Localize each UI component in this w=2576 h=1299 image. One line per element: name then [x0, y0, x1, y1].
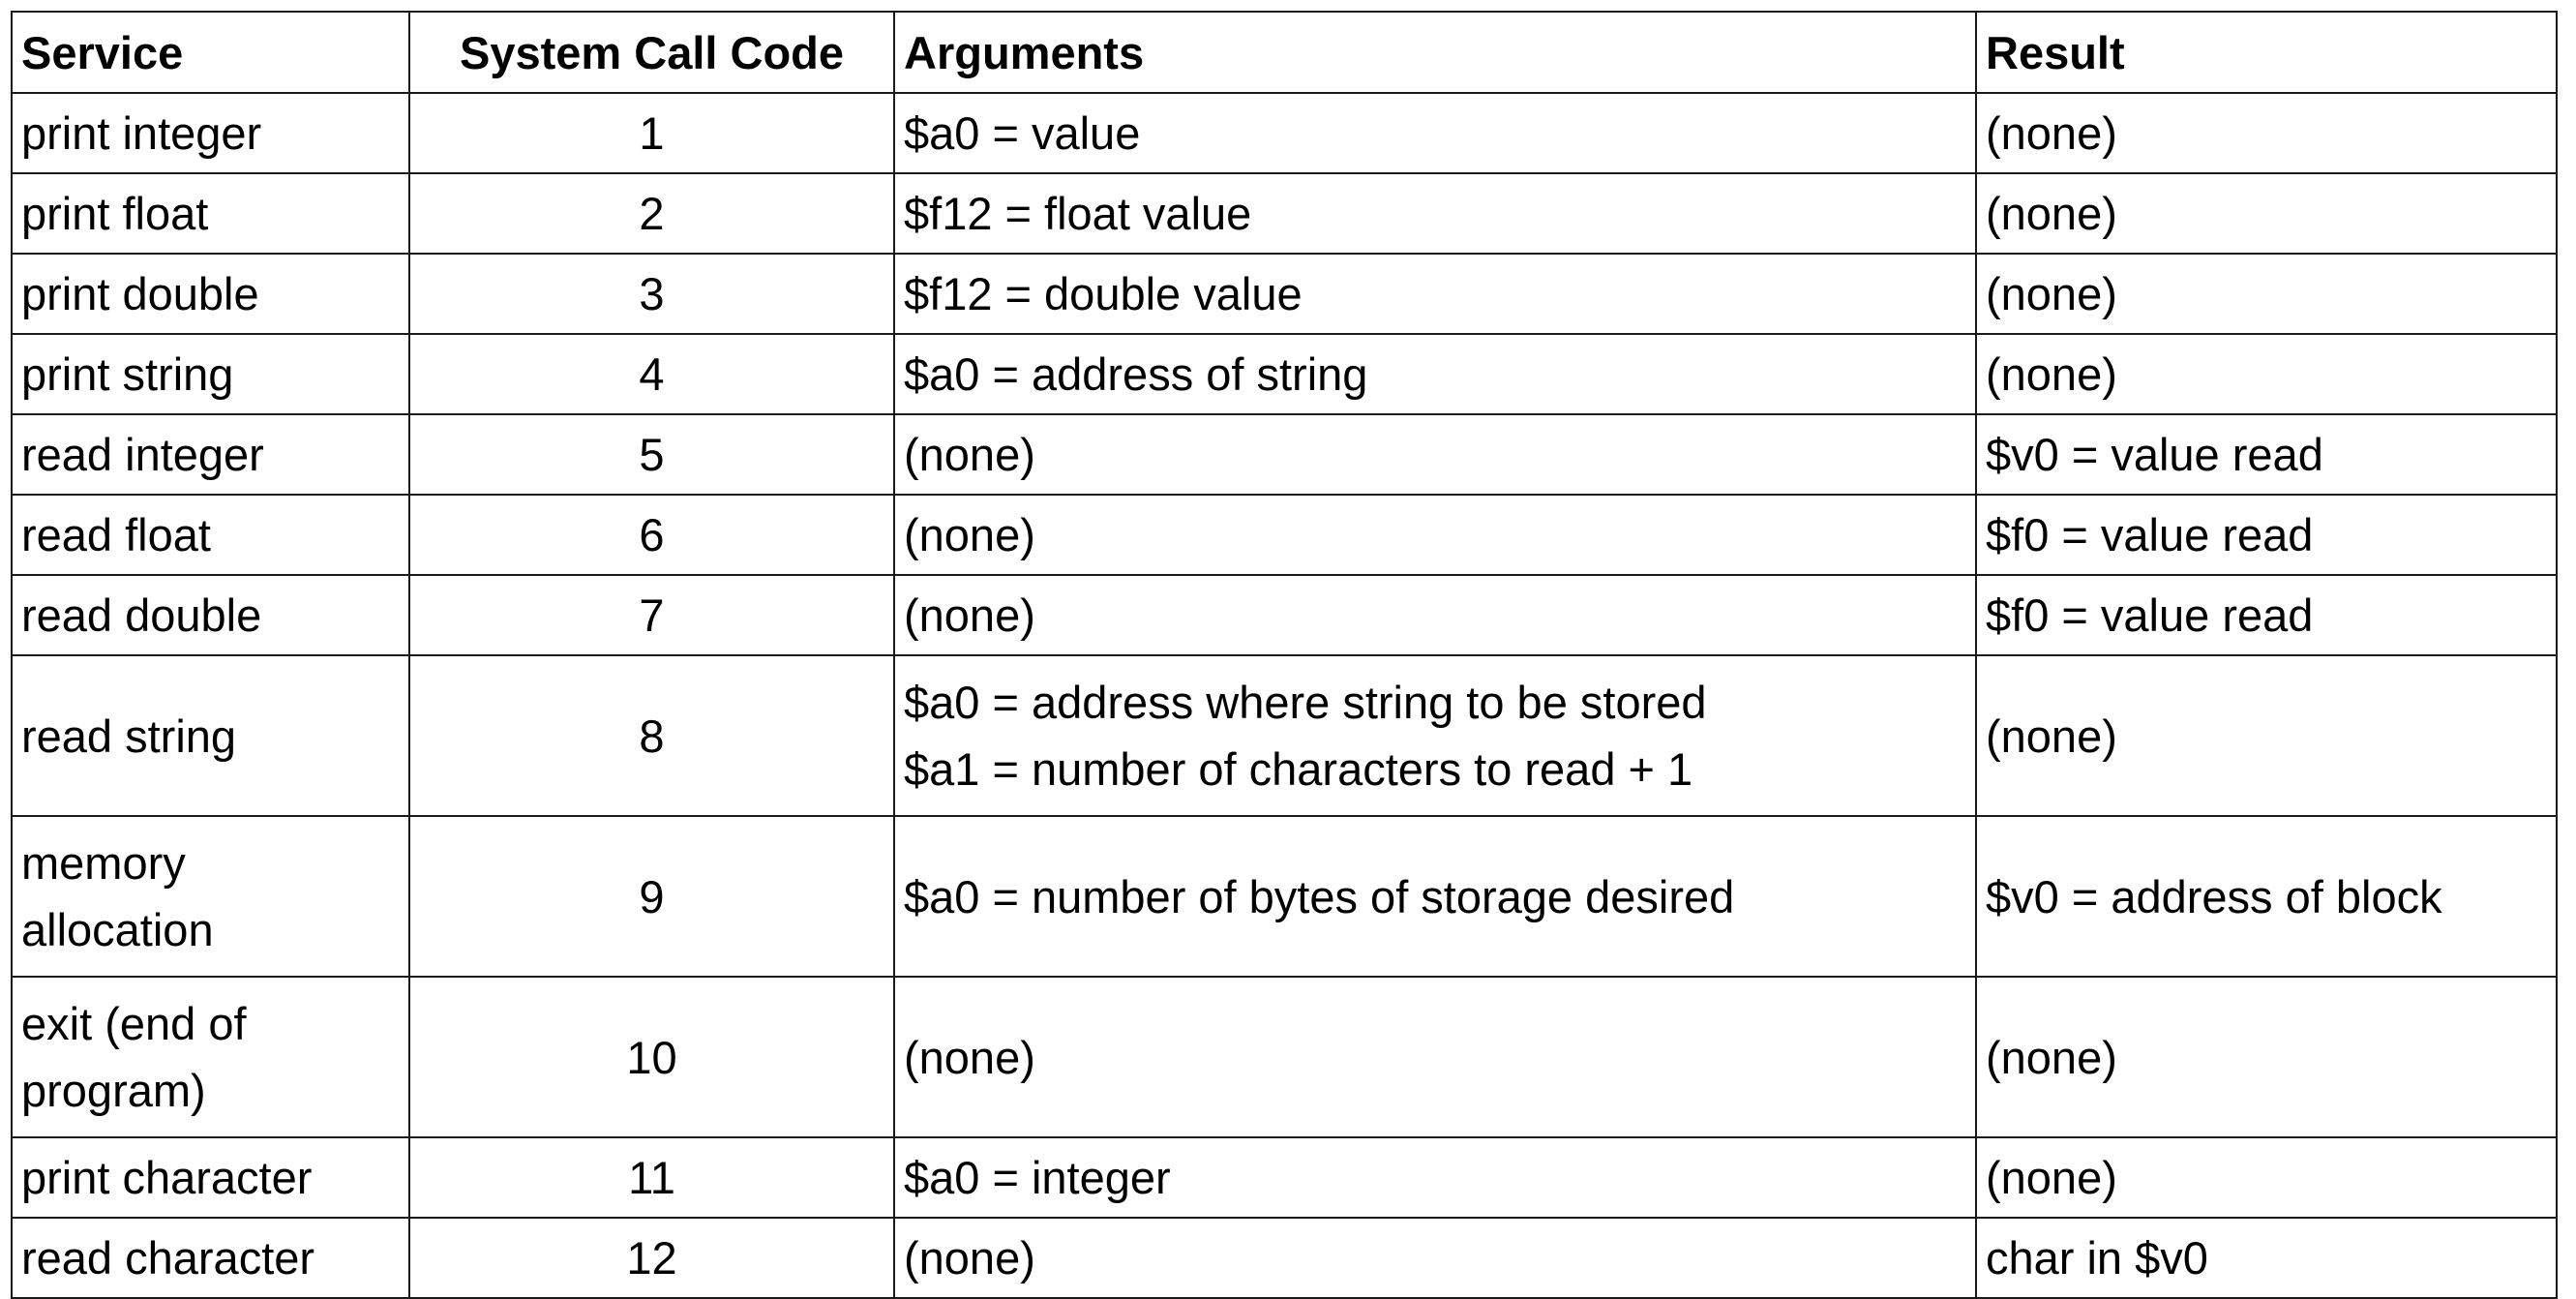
table-row: read integer 5(none) $v0 = value read — [11, 413, 2558, 496]
arguments-cell: $a0 = integer — [893, 1136, 1977, 1219]
code-cell: 2 — [408, 172, 895, 255]
result-cell: (none) — [1975, 172, 2558, 255]
code-cell: 11 — [408, 1136, 895, 1219]
table-row: print character 11$a0 = integer (none) — [11, 1136, 2558, 1219]
arguments-cell: $a0 = value — [893, 92, 1977, 174]
result-cell: (none) — [1975, 654, 2558, 817]
service-cell: print double — [11, 253, 410, 335]
service-cell-line: print string — [21, 348, 234, 400]
code-cell: 12 — [408, 1217, 895, 1299]
service-cell-line: read integer — [21, 429, 264, 480]
code-cell: 9 — [408, 815, 895, 978]
arguments-cell-line: $a0 = number of bytes of storage desired — [904, 870, 1735, 922]
table-row: read double 7(none) $f0 = value read — [11, 574, 2558, 656]
arguments-cell-line: $a1 = number of characters to read + 1 — [904, 743, 1693, 795]
result-cell: (none) — [1975, 976, 2558, 1138]
arguments-cell: (none) — [893, 494, 1977, 576]
service-cell: print float — [11, 172, 410, 255]
table-row: read string 8$a0 = address where string t… — [11, 654, 2558, 817]
code-cell: 1 — [408, 92, 895, 174]
table-row: print double 3$f12 = double value (none) — [11, 253, 2558, 335]
result-cell: $v0 = address of block — [1975, 815, 2558, 978]
arguments-cell-line: (none) — [904, 429, 1035, 480]
result-cell: $f0 = value read — [1975, 494, 2558, 576]
table-row: print integer 1$a0 = value (none) — [11, 92, 2558, 174]
service-cell: read float — [11, 494, 410, 576]
table-row: print string 4$a0 = address of string (non… — [11, 333, 2558, 415]
service-cell-line: print double — [21, 268, 259, 319]
service-cell-line: read double — [21, 589, 262, 641]
result-cell: (none) — [1975, 333, 2558, 415]
arguments-cell-line: (none) — [904, 1031, 1035, 1083]
syscall-table: Service System Call Code Arguments Resul… — [11, 11, 2558, 1299]
result-cell: (none) — [1975, 92, 2558, 174]
service-cell: read string — [11, 654, 410, 817]
result-cell: $v0 = value read — [1975, 413, 2558, 496]
arguments-cell-line: (none) — [904, 1232, 1035, 1284]
arguments-cell: (none) — [893, 574, 1977, 656]
result-cell: $f0 = value read — [1975, 574, 2558, 656]
code-cell: 7 — [408, 574, 895, 656]
code-cell: 8 — [408, 654, 895, 817]
service-cell-line: read string — [21, 710, 237, 762]
service-cell: read double — [11, 574, 410, 656]
header-service: Service — [11, 11, 410, 94]
arguments-cell: $f12 = float value — [893, 172, 1977, 255]
table-row: memory allocation 9$a0 = number of bytes o… — [11, 815, 2558, 978]
arguments-cell: $a0 = address where string to be stored $… — [893, 654, 1977, 817]
arguments-cell: (none) — [893, 413, 1977, 496]
service-cell: read integer — [11, 413, 410, 496]
service-cell-line: program) — [21, 1065, 206, 1116]
arguments-cell: $f12 = double value — [893, 253, 1977, 335]
table-row: print float 2$f12 = float value (none) — [11, 172, 2558, 255]
code-cell: 5 — [408, 413, 895, 496]
service-cell: read character — [11, 1217, 410, 1299]
result-cell: char in $v0 — [1975, 1217, 2558, 1299]
header-row: Service System Call Code Arguments Resul… — [11, 11, 2558, 94]
arguments-cell-line: $a0 = address where string to be stored — [904, 677, 1707, 728]
service-cell: print character — [11, 1136, 410, 1219]
service-cell-line: print float — [21, 188, 209, 239]
header-arguments: Arguments — [893, 11, 1977, 94]
table-row: read float 6(none) $f0 = value read — [11, 494, 2558, 576]
code-cell: 4 — [408, 333, 895, 415]
service-cell-line: print character — [21, 1152, 313, 1203]
service-cell-line: read float — [21, 509, 211, 560]
service-cell-line: allocation — [21, 904, 214, 955]
arguments-cell-line: (none) — [904, 509, 1035, 560]
arguments-cell: $a0 = address of string — [893, 333, 1977, 415]
header-result: Result — [1975, 11, 2558, 94]
service-cell-line: exit (end of — [21, 998, 247, 1049]
result-cell: (none) — [1975, 253, 2558, 335]
service-cell: print integer — [11, 92, 410, 174]
arguments-cell: $a0 = number of bytes of storage desired — [893, 815, 1977, 978]
arguments-cell-line: $a0 = address of string — [904, 348, 1368, 400]
arguments-cell-line: $f12 = double value — [904, 268, 1303, 319]
table-row: read character 12(none) char in $v0 — [11, 1217, 2558, 1299]
code-cell: 10 — [408, 976, 895, 1138]
code-cell: 6 — [408, 494, 895, 576]
header-system-call-code: System Call Code — [408, 11, 895, 94]
arguments-cell-line: $f12 = float value — [904, 188, 1252, 239]
arguments-cell-line: $a0 = value — [904, 107, 1141, 159]
service-cell: memory allocation — [11, 815, 410, 978]
service-cell: exit (end of program) — [11, 976, 410, 1138]
service-cell-line: print integer — [21, 107, 262, 159]
arguments-cell: (none) — [893, 1217, 1977, 1299]
code-cell: 3 — [408, 253, 895, 335]
result-cell: (none) — [1975, 1136, 2558, 1219]
arguments-cell-line: $a0 = integer — [904, 1152, 1171, 1203]
service-cell: print string — [11, 333, 410, 415]
service-cell-line: read character — [21, 1232, 315, 1284]
arguments-cell: (none) — [893, 976, 1977, 1138]
arguments-cell-line: (none) — [904, 589, 1035, 641]
service-cell-line: memory — [21, 837, 186, 889]
